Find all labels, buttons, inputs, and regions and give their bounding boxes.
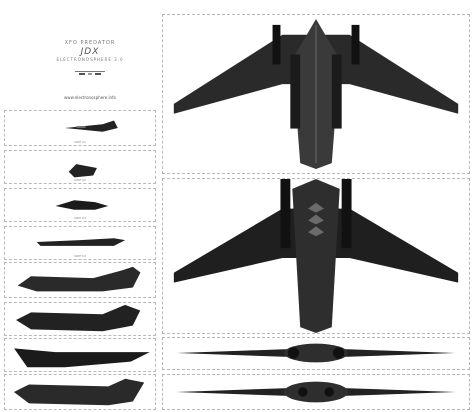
side-view-panel-2: SIDE 02 <box>4 150 156 184</box>
profile-drawing-1 <box>17 266 141 292</box>
profile-panel-4 <box>4 374 156 410</box>
title-line-1: XFO PREDATOR <box>64 40 116 46</box>
top-view-drawing <box>173 18 459 170</box>
side-view-drawing-2 <box>68 164 97 178</box>
title-line-3: ELECTRONOSPHERE 3.0 <box>56 57 124 62</box>
title-block: XFO PREDATOR JDX ELECTRONOSPHERE 3.0 www… <box>40 40 140 100</box>
profile-drawing-3 <box>14 348 150 368</box>
top-view-panel <box>162 14 470 174</box>
rear-view-drawing <box>176 381 456 403</box>
title-line-2: JDX <box>80 47 100 57</box>
profile-panel-1 <box>4 262 156 298</box>
bottom-view-drawing <box>173 179 459 333</box>
front-view-panel <box>162 337 470 370</box>
rear-view-panel <box>162 374 470 410</box>
profile-drawing-4 <box>13 378 145 406</box>
footer-url: www.electronosphere.info <box>64 95 116 100</box>
side-view-drawing-1 <box>64 120 118 132</box>
profile-panel-3 <box>4 338 156 372</box>
side-view-label-3: SIDE 03 <box>74 216 86 220</box>
profile-panel-2 <box>4 302 156 336</box>
side-view-drawing-4 <box>36 238 126 246</box>
side-view-label-2: SIDE 02 <box>74 178 86 182</box>
side-view-panel-3: SIDE 03 <box>4 188 156 222</box>
side-view-panel-1: SIDE 01 <box>4 110 156 146</box>
bottom-view-panel <box>162 178 470 334</box>
front-view-drawing <box>176 343 456 363</box>
side-view-drawing-3 <box>55 200 109 210</box>
logo-icon <box>75 71 105 75</box>
side-view-label-4: SIDE 04 <box>74 254 86 258</box>
side-view-label-1: SIDE 01 <box>74 140 86 144</box>
side-view-panel-4: SIDE 04 <box>4 226 156 260</box>
profile-drawing-2 <box>16 304 141 332</box>
